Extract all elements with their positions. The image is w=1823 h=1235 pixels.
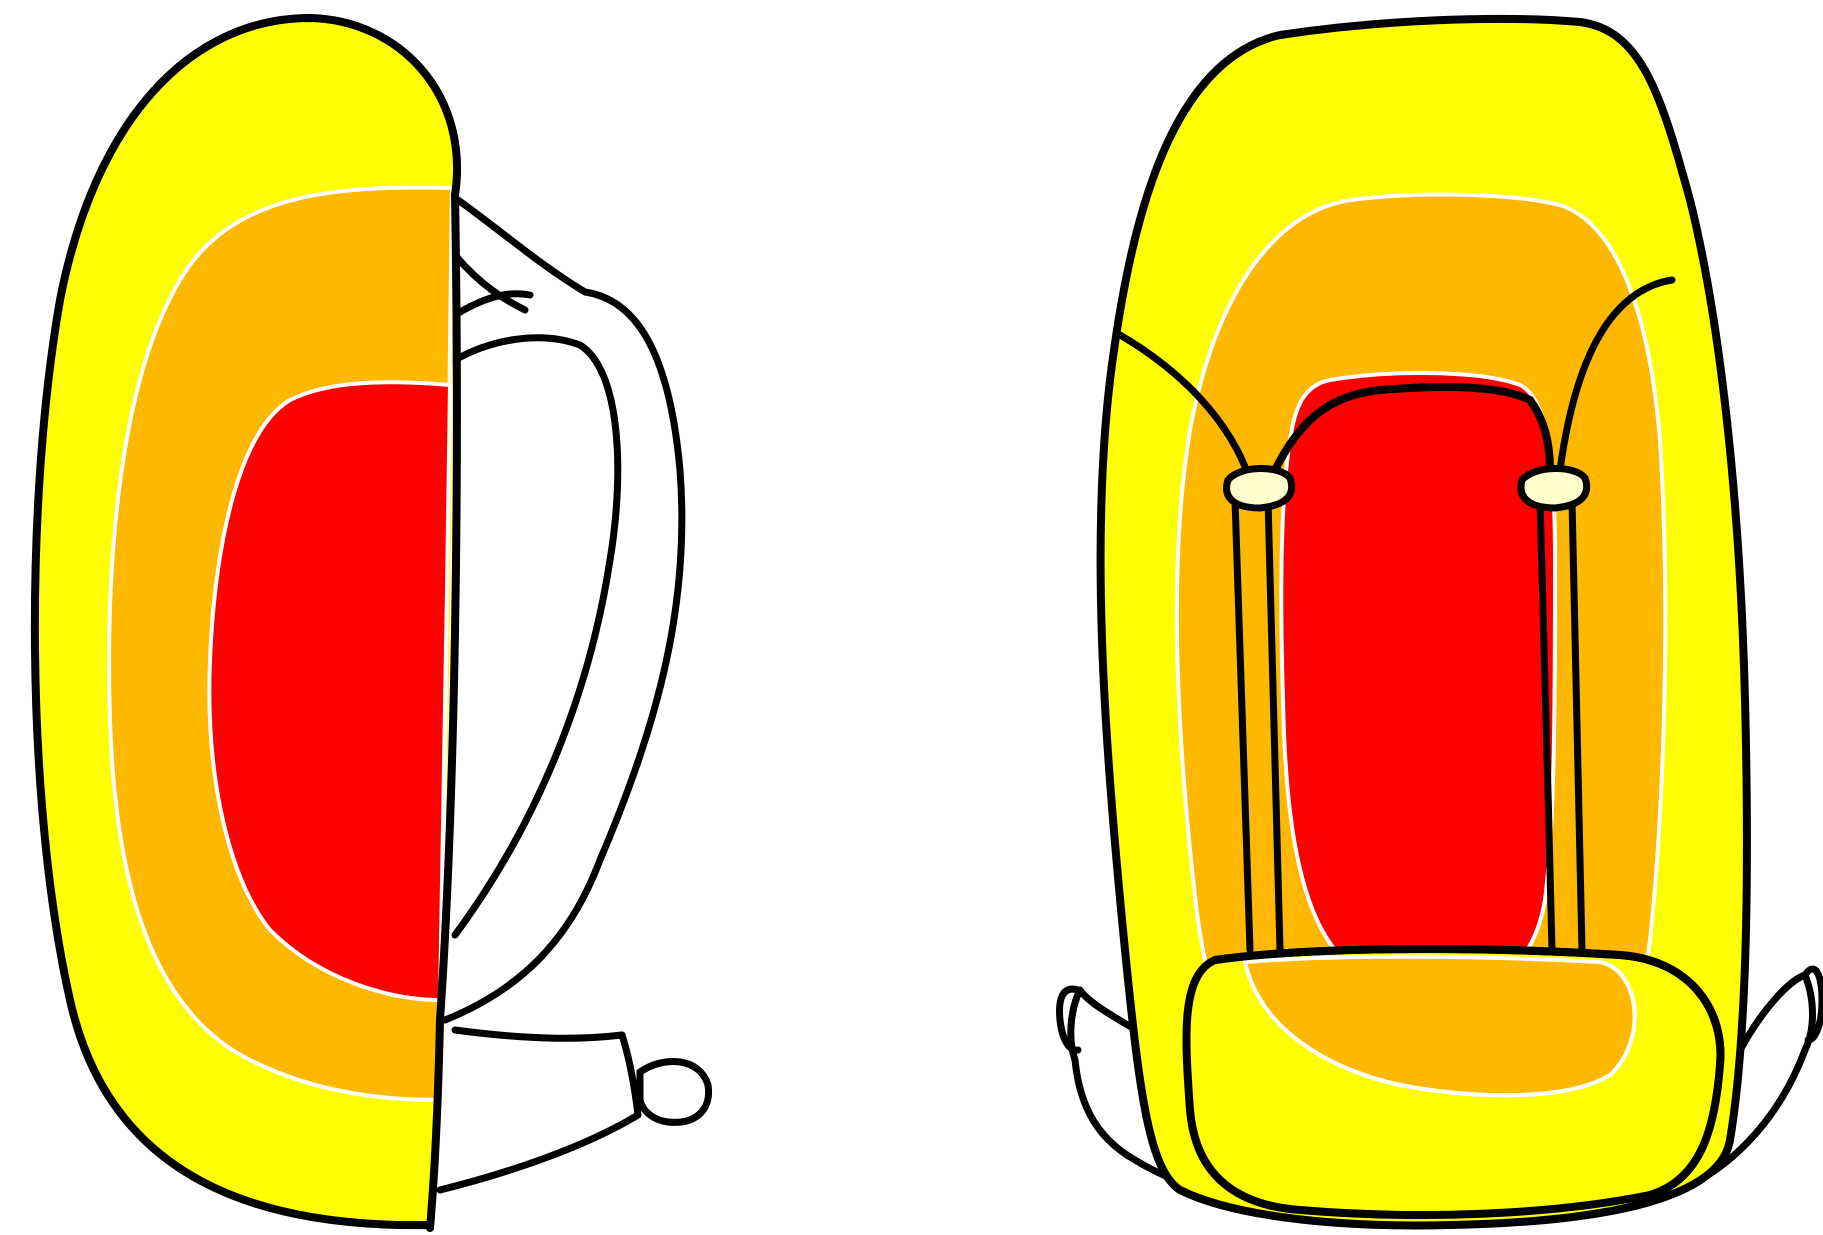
side-hip-belt <box>440 1030 638 1190</box>
back-left-strap-buckle <box>1227 468 1292 508</box>
back-right-strap-buckle <box>1521 468 1587 508</box>
back-view-pack <box>1060 19 1822 1226</box>
side-hip-buckle <box>640 1061 709 1122</box>
back-inner-zone <box>1281 373 1555 992</box>
side-shoulder-strap <box>445 200 682 1020</box>
side-view-pack <box>35 18 709 1228</box>
